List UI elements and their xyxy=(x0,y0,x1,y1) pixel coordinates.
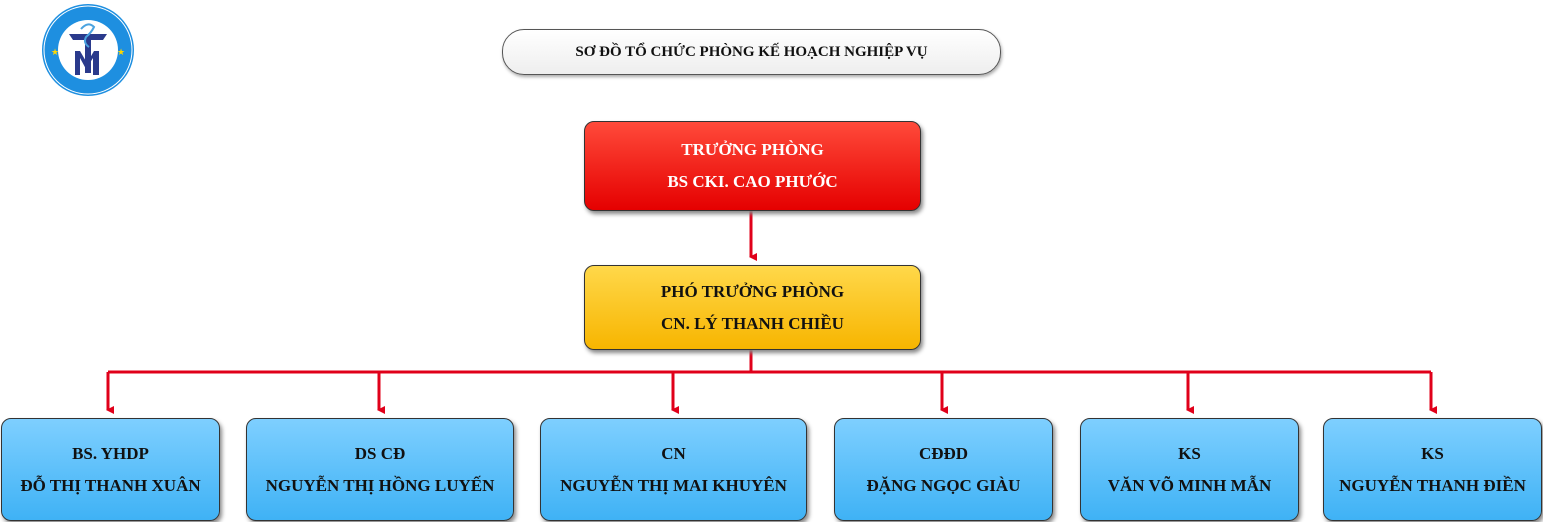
staff-name: ĐẶNG NGỌC GIÀU xyxy=(866,475,1021,495)
staff-role: KS xyxy=(1178,443,1201,463)
head-name: BS CKI. CAO PHƯỚC xyxy=(667,172,838,191)
staff-box: CN NGUYỄN THỊ MAI KHUYÊN xyxy=(540,418,807,521)
staff-box: DS CĐ NGUYỄN THỊ HỒNG LUYẾN xyxy=(246,418,514,521)
staff-box: KS NGUYỄN THANH ĐIỀN xyxy=(1323,418,1542,521)
staff-name: VĂN VÕ MINH MẪN xyxy=(1107,475,1272,495)
head-of-department-box: TRƯỞNG PHÒNG BS CKI. CAO PHƯỚC xyxy=(584,121,921,211)
svg-text:★: ★ xyxy=(117,47,125,57)
organization-logo: ★ ★ xyxy=(42,4,134,96)
staff-box: BS. YHDP ĐỖ THỊ THANH XUÂN xyxy=(1,418,220,521)
staff-role: DS CĐ xyxy=(354,443,406,463)
head-role: TRƯỞNG PHÒNG xyxy=(681,140,824,159)
deputy-role: PHÓ TRƯỞNG PHÒNG xyxy=(660,281,845,301)
staff-role: KS xyxy=(1421,443,1444,463)
svg-text:★: ★ xyxy=(51,47,59,57)
staff-name: NGUYỄN THANH ĐIỀN xyxy=(1339,475,1526,495)
staff-name: ĐỖ THỊ THANH XUÂN xyxy=(20,475,201,495)
staff-role: BS. YHDP xyxy=(72,443,149,463)
chart-title: SƠ ĐỒ TỔ CHỨC PHÒNG KẾ HOẠCH NGHIỆP VỤ xyxy=(502,29,1001,75)
staff-role: CN xyxy=(661,443,686,463)
staff-box: KS VĂN VÕ MINH MẪN xyxy=(1080,418,1299,521)
deputy-head-box: PHÓ TRƯỞNG PHÒNG CN. LÝ THANH CHIỀU xyxy=(584,265,921,350)
staff-role: CĐĐD xyxy=(918,443,969,463)
deputy-name: CN. LÝ THANH CHIỀU xyxy=(661,313,844,333)
staff-box: CĐĐD ĐẶNG NGỌC GIÀU xyxy=(834,418,1053,521)
staff-name: NGUYỄN THỊ MAI KHUYÊN xyxy=(560,475,787,495)
staff-name: NGUYỄN THỊ HỒNG LUYẾN xyxy=(265,475,495,495)
